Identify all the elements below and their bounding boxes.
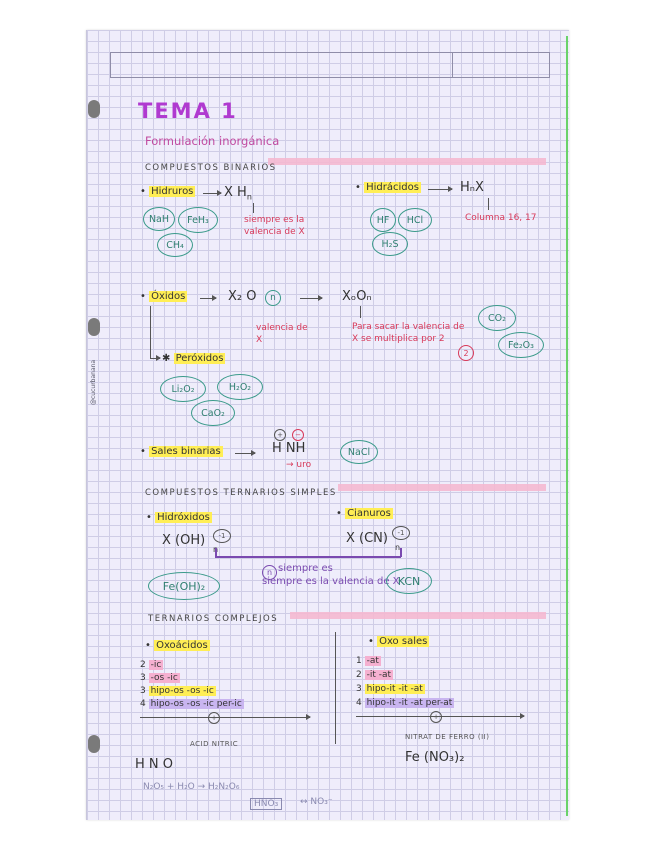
oxosales-row: 3 hipo-it -it -at <box>356 684 425 694</box>
hidruros-note: siempre es la valencia de X <box>244 215 305 237</box>
arrow <box>203 190 222 196</box>
oxoacidos-row: 3 hipo-os -os -ic <box>140 686 216 696</box>
section-heading: TERNARIOS COMPLEJOS <box>148 614 279 624</box>
section-highlight <box>338 484 546 491</box>
arrow <box>150 355 161 361</box>
example-li2o2: Li₂O₂ <box>160 376 206 402</box>
bracket-line <box>215 556 401 558</box>
hidroxidos-label: • Hidróxidos <box>146 512 212 523</box>
charge-circle: -1 <box>213 529 231 543</box>
oxosales-row: 4 hipo-it -it -at per-at <box>356 698 455 708</box>
plus-marker: + <box>208 712 220 724</box>
scale-arrow <box>140 714 311 720</box>
subscript-n: n <box>395 543 401 552</box>
header-box-date <box>452 52 550 78</box>
bracket-line <box>215 548 217 557</box>
oxidos-formula-left: X₂ O <box>228 289 257 304</box>
valence-circle: n <box>265 290 281 306</box>
hidracidos-label: • Hidrácidos <box>355 182 421 193</box>
hidruros-formula: X Hn <box>224 185 252 202</box>
arrow <box>300 295 323 301</box>
example-feh3: FeH₃ <box>178 207 218 233</box>
bracket-line <box>400 548 402 557</box>
example-feoh2: Fe(OH)₂ <box>148 572 220 600</box>
oxosales-label: • Oxo sales <box>368 636 430 647</box>
example-ch4: CH₄ <box>157 233 193 257</box>
oxosales-row: 2 -it -at <box>356 670 394 680</box>
multiply-circle: 2 <box>458 345 474 361</box>
page-subtitle: Formulación inorgánica <box>145 134 280 148</box>
hidroxidos-formula: X (OH) <box>162 533 206 548</box>
sales-formula: H NH <box>272 441 306 456</box>
oxoacidos-row: 4 hipo-os -os -ic per-ic <box>140 699 244 709</box>
side-watermark: @cucurbanana <box>90 359 97 405</box>
oxoacidos-row: 3 -os -ic <box>140 673 180 683</box>
arrow <box>200 295 217 301</box>
hidracidos-formula: HₙX <box>460 180 484 195</box>
oxoacidos-result: HNO₃ <box>250 798 283 810</box>
oxidos-note-right: Para sacar la valencia de X se multiplic… <box>352 322 465 344</box>
sales-note: → uro <box>286 460 312 470</box>
binder-hole <box>88 318 100 336</box>
page-edge <box>566 36 568 816</box>
section-heading: COMPUESTOS TERNARIOS SIMPLES <box>145 488 337 498</box>
example-h2o2: H₂O₂ <box>217 374 263 400</box>
oxidos-formula-right: XₒOₙ <box>342 289 372 304</box>
arrow-up <box>253 203 254 213</box>
oxidos-note-left: valencia de X <box>256 323 308 345</box>
example-nah: NaH <box>143 207 175 231</box>
example-fe2o3: Fe₂O₃ <box>498 332 544 358</box>
example-nacl: NaCl <box>340 440 378 464</box>
section-heading: COMPUESTOS BINARIOS <box>145 163 277 173</box>
ternarios-note-line1: siempre es <box>278 563 333 574</box>
oxosales-formula: Fe (NO₃)₂ <box>405 750 465 765</box>
example-hcl: HCl <box>398 208 432 232</box>
section-highlight <box>268 158 546 165</box>
binder-hole <box>88 100 100 118</box>
cianuros-label: • Cianuros <box>336 508 393 519</box>
oxoacidos-bottom-label: ACID NITRIC <box>190 740 239 748</box>
example-cao2: CaO₂ <box>191 400 235 426</box>
oxosales-row: 1 -at <box>356 656 381 666</box>
arrow-up <box>488 198 489 210</box>
oxoacidos-ion: ↔ NO₃⁻ <box>300 797 333 807</box>
example-hf: HF <box>370 208 396 232</box>
plus-charge: + <box>274 429 286 441</box>
plus-marker: + <box>430 711 442 723</box>
example-kcn: KCN <box>386 568 432 594</box>
hidracidos-note: Columna 16, 17 <box>465 213 537 223</box>
oxoacidos-chain: N₂O₅ + H₂O → H₂N₂O₆ <box>143 782 240 792</box>
cianuros-formula: X (CN) <box>346 531 388 546</box>
n-circle: n <box>262 565 277 580</box>
minus-charge: − <box>292 429 304 441</box>
oxoacidos-label: • Oxoácidos <box>145 640 210 651</box>
binder-hole <box>88 735 100 753</box>
peroxidos-label: ✱ Peróxidos <box>162 353 226 364</box>
oxoacidos-formula: H N O <box>135 757 173 772</box>
oxosales-bottom-label: NITRAT DE FERRO (II) <box>405 733 490 741</box>
charge-circle: -1 <box>392 526 410 540</box>
sales-label: • Sales binarias <box>140 446 223 457</box>
hidruros-label: • Hidruros <box>140 186 196 197</box>
section-highlight <box>290 612 546 619</box>
arrow <box>428 186 453 192</box>
arrow-up <box>360 306 361 318</box>
arrow <box>235 450 256 456</box>
column-divider <box>335 632 336 744</box>
oxoacidos-row: 2 -ic <box>140 660 164 670</box>
example-h2s: H₂S <box>372 232 408 256</box>
ternarios-note: siempre es la valencia de X <box>262 576 400 587</box>
oxidos-label: • Óxidos <box>140 291 188 302</box>
example-co2: CO₂ <box>478 305 516 331</box>
page-title: TEMA 1 <box>138 99 238 123</box>
connector-line <box>150 306 151 358</box>
